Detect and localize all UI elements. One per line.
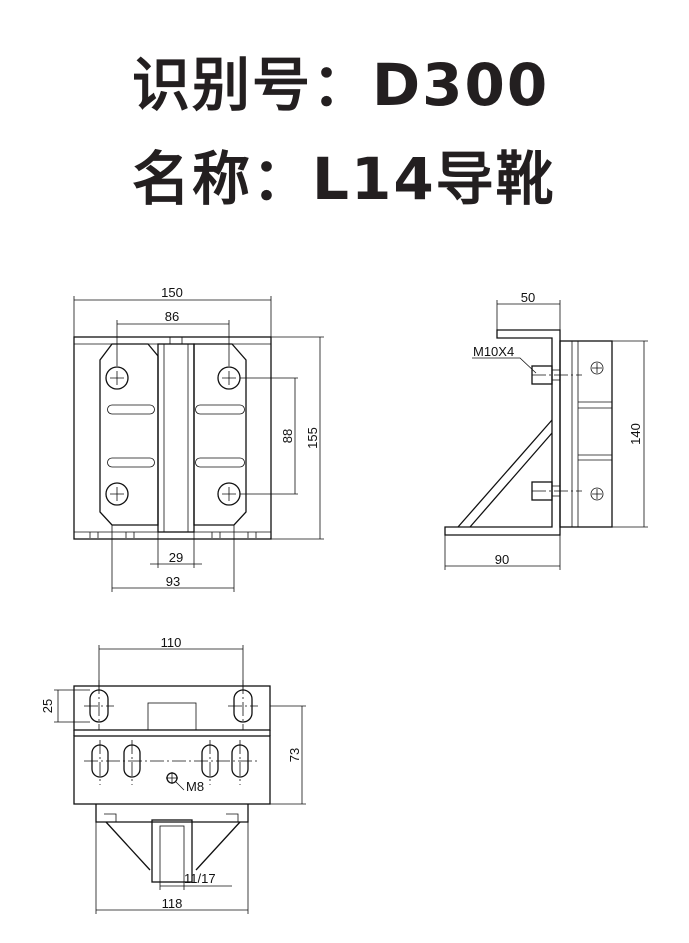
bolt-head-icon [217,366,241,390]
drawing-name-title: 名称：L14导靴 [132,145,556,213]
dim-gap-label: 29 [169,550,183,565]
dim-hole-spacing-label: 88 [280,429,295,443]
dim-slot-width-label: 11/17 [184,871,216,886]
side-view: M10X4 50 140 90 [444,290,648,570]
top-view: M8 110 25 73 11/17 118 [40,635,306,914]
front-view: 150 86 88 155 29 93 [73,285,324,592]
drawing-id-title: 识别号：D300 [132,51,550,119]
bolt-head-icon [217,482,241,506]
bolt-spec-label: M10X4 [473,344,514,359]
dim-width-label: 118 [162,896,183,911]
dim-slot-label: 25 [40,699,55,713]
dim-width-label: 150 [161,285,183,300]
bolt-nut-icon [531,481,582,501]
threaded-hole-icon [166,772,178,784]
dim-height-label: 140 [628,423,643,445]
dim-flange-label: 50 [521,290,535,305]
dim-base-label: 93 [166,574,180,589]
dim-slot-label: 86 [165,309,179,324]
bolt-head-icon [105,482,129,506]
dim-base-label: 90 [495,552,509,567]
thread-spec-label: M8 [186,779,204,794]
bolt-nut-icon [531,365,582,385]
dim-height-label: 73 [287,748,302,762]
bolt-head-icon [105,366,129,390]
dim-hole-spacing-label: 110 [161,635,182,650]
dim-height-label: 155 [305,427,320,449]
